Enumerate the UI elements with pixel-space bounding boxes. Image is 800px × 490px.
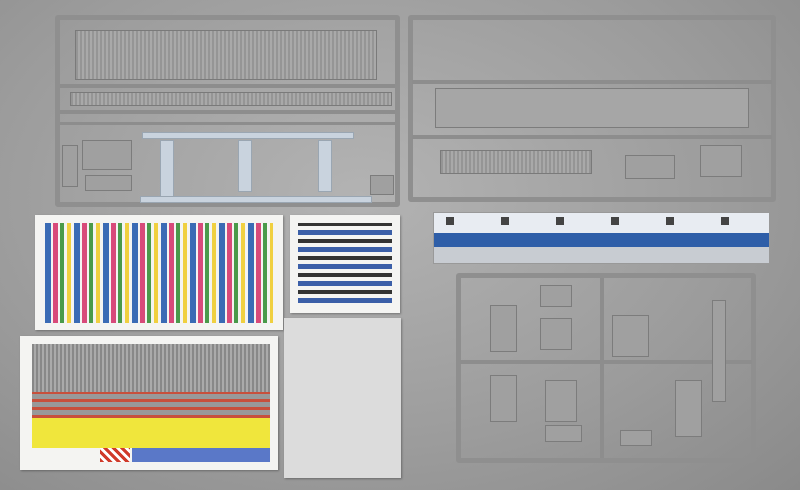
box-part	[625, 155, 675, 179]
blue-strip	[132, 448, 270, 462]
blue-stripe	[434, 233, 769, 247]
sprue-frame-top-right	[408, 15, 776, 202]
small-part	[620, 430, 652, 446]
sprue-frame-top-left	[55, 15, 400, 207]
fence-part	[440, 150, 592, 174]
light-sprue-runner	[140, 196, 372, 203]
stair-part	[62, 145, 78, 187]
train-car-body	[433, 212, 770, 264]
stair-part	[700, 145, 742, 177]
sprue-runner	[600, 278, 604, 458]
box-part	[545, 380, 577, 422]
panel-part	[490, 305, 517, 352]
yellow-band	[32, 418, 270, 448]
sprue-runner	[412, 135, 772, 139]
box-part	[540, 285, 572, 307]
light-sprue-post	[318, 140, 332, 192]
red-lines	[32, 392, 270, 418]
small-part	[370, 175, 394, 195]
sticker-sheet-small	[290, 215, 400, 313]
windows	[434, 217, 769, 225]
stair-part	[675, 380, 702, 437]
side-rail	[712, 300, 726, 402]
sticker-grid	[45, 223, 273, 323]
small-part	[545, 425, 582, 442]
platform-panel	[435, 88, 749, 128]
bench-part	[82, 140, 132, 170]
panel-part	[540, 318, 572, 350]
platform-strip	[70, 92, 392, 106]
sprue-runner	[460, 360, 752, 364]
roof-panel	[75, 30, 377, 80]
light-sprue-post	[238, 140, 252, 192]
tile-grid	[32, 344, 270, 392]
small-part	[85, 175, 132, 191]
sprue-frame-bottom-right	[456, 273, 756, 463]
panel-part	[490, 375, 517, 422]
sticker-sheet-floor	[20, 336, 278, 470]
panel-part	[612, 315, 649, 357]
lower-body	[434, 247, 769, 263]
sticker-grid	[298, 223, 392, 303]
sprue-runner	[60, 122, 395, 125]
sprue-runner	[60, 84, 395, 88]
light-sprue-runner	[142, 132, 354, 139]
hazard-stripes	[100, 448, 130, 462]
sprue-runner	[412, 80, 772, 84]
sticker-sheet-signs	[35, 215, 283, 330]
clear-sheet	[284, 318, 401, 478]
sprue-runner	[60, 110, 395, 114]
light-sprue-post	[160, 140, 174, 197]
